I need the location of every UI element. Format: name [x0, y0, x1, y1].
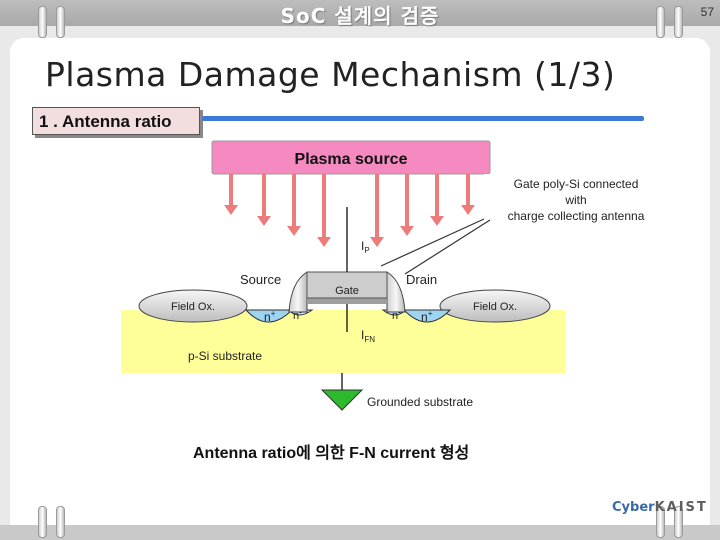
binder-ring-icon: [56, 6, 65, 38]
arrow-down-icon: [400, 174, 414, 236]
arrow-down-icon: [287, 174, 301, 236]
n-minus-source-label: n-: [293, 308, 302, 322]
cyber-kaist-logo: CyberKAIST: [612, 500, 708, 515]
plasma-source-label: Plasma source: [295, 151, 408, 168]
section-divider: [202, 116, 644, 121]
binder-ring-icon: [674, 6, 683, 38]
binder-ring-icon: [674, 506, 683, 538]
ifn-label: IFN: [361, 328, 375, 344]
n-minus-drain-label: n-: [392, 308, 401, 322]
section-heading: 1 . Antenna ratio: [32, 107, 200, 135]
arrow-down-icon: [317, 174, 331, 247]
gate-spacer-right: [386, 271, 406, 313]
footer-bar: [0, 525, 720, 540]
field-oxide-right: [439, 289, 551, 323]
callout-line-2: with: [564, 193, 586, 207]
n-plus-drain-region: [402, 309, 452, 323]
callout-line-3: charge collecting antenna: [508, 209, 645, 223]
course-title: SoC 설계의 검증: [280, 4, 440, 28]
binder-ring-icon: [656, 6, 665, 38]
source-label: Source: [240, 272, 281, 287]
ip-label: IP: [361, 239, 370, 255]
drain-label: Drain: [406, 272, 437, 287]
field-ox-left-label: Field Ox.: [171, 301, 215, 313]
binder-ring-icon: [38, 506, 47, 538]
plasma-arrows: [224, 174, 475, 247]
ground-label: Grounded substrate: [367, 395, 473, 409]
gate-spacer-left: [288, 271, 308, 313]
gate-oxide: [307, 298, 387, 304]
slide-caption: Antenna ratio에 의한 F-N current 형성: [193, 445, 470, 462]
gate-label: Gate: [335, 285, 359, 297]
plasma-source-box: [211, 140, 491, 175]
callout-line-1: Gate poly-Si connected: [514, 177, 639, 191]
slide-title: Plasma Damage Mechanism (1/3): [45, 55, 616, 94]
antenna-callout: Gate poly-Si connected with charge colle…: [380, 174, 655, 275]
arrow-down-icon: [461, 174, 475, 215]
logo-part-2: KAIST: [654, 500, 708, 515]
gate-poly: [306, 271, 388, 299]
binder-ring-icon: [56, 506, 65, 538]
arrow-down-icon: [430, 174, 444, 226]
field-ox-right-label: Field Ox.: [473, 301, 517, 313]
page-number: 57: [700, 5, 714, 19]
n-plus-drain-label: n+: [421, 309, 433, 324]
ground-icon: [320, 389, 364, 411]
substrate-label: p-Si substrate: [188, 349, 262, 363]
field-oxide-left: [138, 289, 248, 323]
logo-part-1: Cyber: [612, 500, 655, 515]
header-bar: SoC 설계의 검증 57: [0, 0, 720, 28]
arrow-down-icon: [224, 174, 238, 215]
n-plus-source-label: n+: [264, 309, 276, 324]
arrow-down-icon: [370, 174, 384, 247]
arrow-down-icon: [257, 174, 271, 226]
binder-ring-icon: [656, 506, 665, 538]
binder-ring-icon: [38, 6, 47, 38]
